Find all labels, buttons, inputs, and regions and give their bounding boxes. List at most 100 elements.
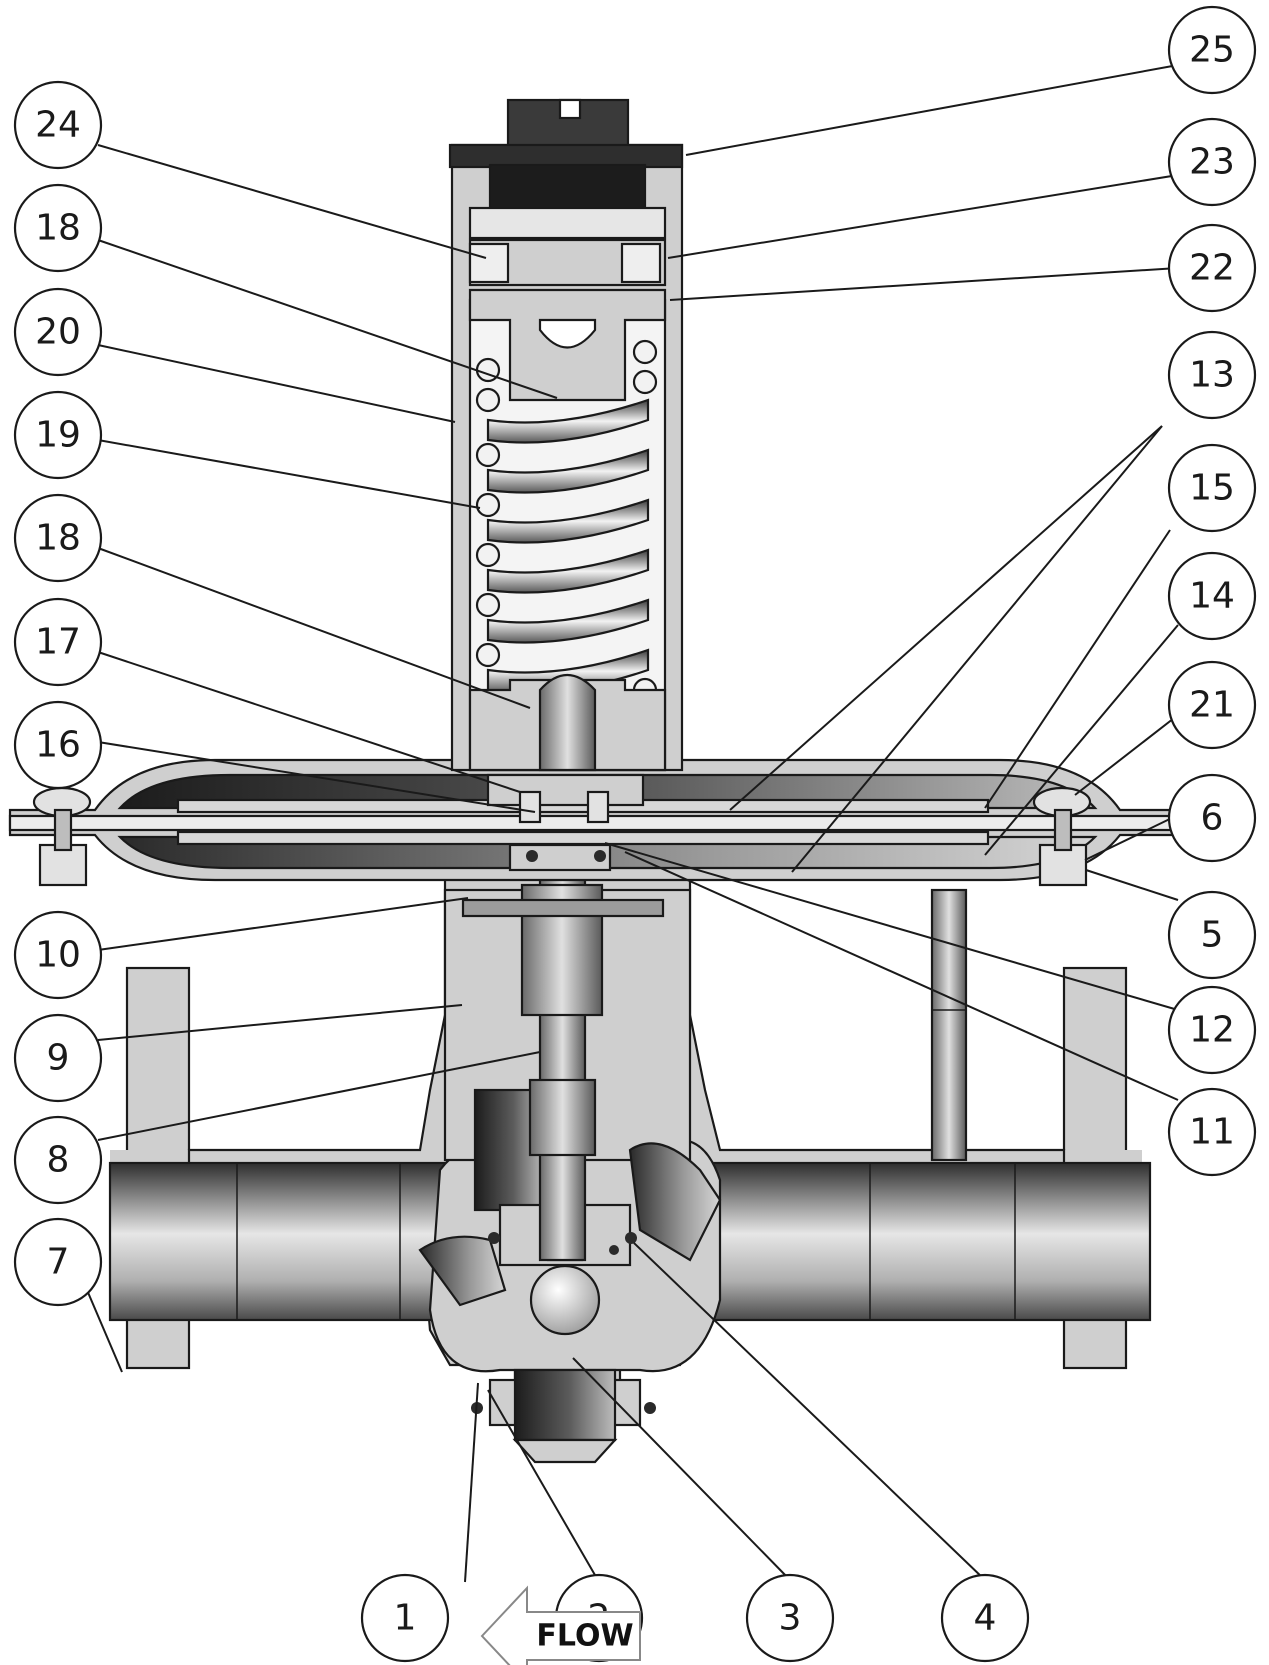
callout-10: 10 bbox=[13, 910, 103, 1000]
callout-label: 22 bbox=[1189, 248, 1235, 289]
callout-bubble-icon bbox=[13, 910, 103, 1000]
callout-bubble-icon bbox=[1167, 5, 1257, 95]
flow-direction-indicator: FLOW bbox=[480, 1585, 641, 1665]
leader-2 bbox=[487, 1389, 600, 1583]
callout-bubble-icon bbox=[360, 1573, 450, 1663]
callout-13: 13 bbox=[1167, 330, 1257, 420]
callout-bubble-icon bbox=[1167, 890, 1257, 980]
leader-18-lower bbox=[97, 547, 531, 709]
callout-16: 16 bbox=[13, 700, 103, 790]
leader-5 bbox=[1085, 869, 1179, 901]
callout-label: 9 bbox=[47, 1038, 70, 1079]
callout-label: 14 bbox=[1189, 576, 1235, 617]
callout-label: 1 bbox=[394, 1598, 417, 1639]
callout-bubble-icon bbox=[13, 493, 103, 583]
spring-housing-bonnet bbox=[448, 98, 684, 772]
diaphragm-casing bbox=[8, 758, 1197, 887]
callout-21: 21 bbox=[1167, 660, 1257, 750]
callout-7: 7 bbox=[13, 1217, 103, 1307]
callout-bubble-icon bbox=[1167, 773, 1257, 863]
callout-bubble-icon bbox=[745, 1573, 835, 1663]
callout-bubble-icon bbox=[1167, 443, 1257, 533]
leader-12 bbox=[604, 842, 1179, 1011]
leader-22 bbox=[669, 267, 1179, 301]
leader-17 bbox=[97, 651, 521, 793]
callout-24: 24 bbox=[13, 80, 103, 170]
callout-bubble-icon bbox=[13, 80, 103, 170]
callout-label: 8 bbox=[47, 1140, 70, 1181]
leader-14 bbox=[984, 624, 1179, 856]
leader-13a bbox=[729, 425, 1163, 811]
callout-label: 23 bbox=[1189, 142, 1235, 183]
callout-bubble-icon bbox=[13, 597, 103, 687]
callout-label: 18 bbox=[35, 208, 81, 249]
callout-bubble-icon bbox=[1167, 117, 1257, 207]
callout-8: 8 bbox=[13, 1115, 103, 1205]
valve-body-section bbox=[108, 868, 1152, 1464]
callout-9: 9 bbox=[13, 1013, 103, 1103]
callout-12: 12 bbox=[1167, 985, 1257, 1075]
leader-3 bbox=[572, 1357, 791, 1581]
leader-6 bbox=[1084, 814, 1179, 861]
callout-19: 19 bbox=[13, 390, 103, 480]
callout-bubble-icon bbox=[13, 700, 103, 790]
leader-15 bbox=[984, 529, 1171, 809]
callout-label: 12 bbox=[1189, 1010, 1235, 1051]
callout-label: 3 bbox=[779, 1598, 802, 1639]
callout-23: 23 bbox=[1167, 117, 1257, 207]
callout-bubble-icon bbox=[13, 390, 103, 480]
callout-label: 6 bbox=[1201, 798, 1224, 839]
leader-20 bbox=[97, 344, 456, 423]
callout-label: 19 bbox=[35, 415, 81, 456]
callout-label: 4 bbox=[974, 1598, 997, 1639]
callout-4: 4 bbox=[940, 1573, 1030, 1663]
callout-bubble-icon bbox=[1167, 551, 1257, 641]
leader-24 bbox=[97, 144, 487, 259]
callout-label: 5 bbox=[1201, 915, 1224, 956]
callout-bubble-icon bbox=[13, 287, 103, 377]
callout-label: 10 bbox=[35, 935, 81, 976]
callout-bubble-icon bbox=[1167, 985, 1257, 1075]
callout-label: 18 bbox=[35, 518, 81, 559]
callout-6: 6 bbox=[1167, 773, 1257, 863]
callout-14: 14 bbox=[1167, 551, 1257, 641]
leader-23 bbox=[667, 174, 1179, 259]
flow-arrow-icon bbox=[480, 1585, 641, 1665]
callout-label: 11 bbox=[1189, 1112, 1235, 1153]
callout-label: 15 bbox=[1189, 468, 1235, 509]
leader-16 bbox=[97, 741, 536, 813]
leader-4 bbox=[633, 1242, 986, 1581]
callout-17: 17 bbox=[13, 597, 103, 687]
callout-bubble-icon bbox=[13, 1115, 103, 1205]
flow-label: FLOW bbox=[536, 1619, 633, 1654]
callout-20: 20 bbox=[13, 287, 103, 377]
leader-19 bbox=[97, 439, 481, 509]
callout-label: 17 bbox=[35, 622, 81, 663]
leader-21 bbox=[1074, 714, 1179, 796]
callout-label: 24 bbox=[35, 105, 81, 146]
leader-13b bbox=[791, 425, 1163, 873]
callout-22: 22 bbox=[1167, 223, 1257, 313]
leader-9 bbox=[97, 1004, 463, 1041]
leader-1 bbox=[464, 1382, 479, 1583]
callout-15: 15 bbox=[1167, 443, 1257, 533]
callout-bubble-icon bbox=[13, 183, 103, 273]
callout-label: 16 bbox=[35, 725, 81, 766]
callout-5: 5 bbox=[1167, 890, 1257, 980]
callout-bubble-icon bbox=[13, 1217, 103, 1307]
callout-bubble-icon bbox=[1167, 660, 1257, 750]
callout-bubble-icon bbox=[940, 1573, 1030, 1663]
callout-label: 7 bbox=[47, 1242, 70, 1283]
callout-label: 13 bbox=[1189, 355, 1235, 396]
callout-label: 25 bbox=[1189, 30, 1235, 71]
callout-label: 20 bbox=[35, 312, 81, 353]
callout-leader-lines bbox=[74, 64, 1179, 1583]
leader-11 bbox=[624, 851, 1179, 1101]
callout-3: 3 bbox=[745, 1573, 835, 1663]
callout-25: 25 bbox=[1167, 5, 1257, 95]
callout-bubble-icon bbox=[13, 1013, 103, 1103]
callout-18-upper: 18 bbox=[13, 183, 103, 273]
leader-18-upper bbox=[97, 239, 558, 399]
leader-8 bbox=[97, 1051, 541, 1141]
